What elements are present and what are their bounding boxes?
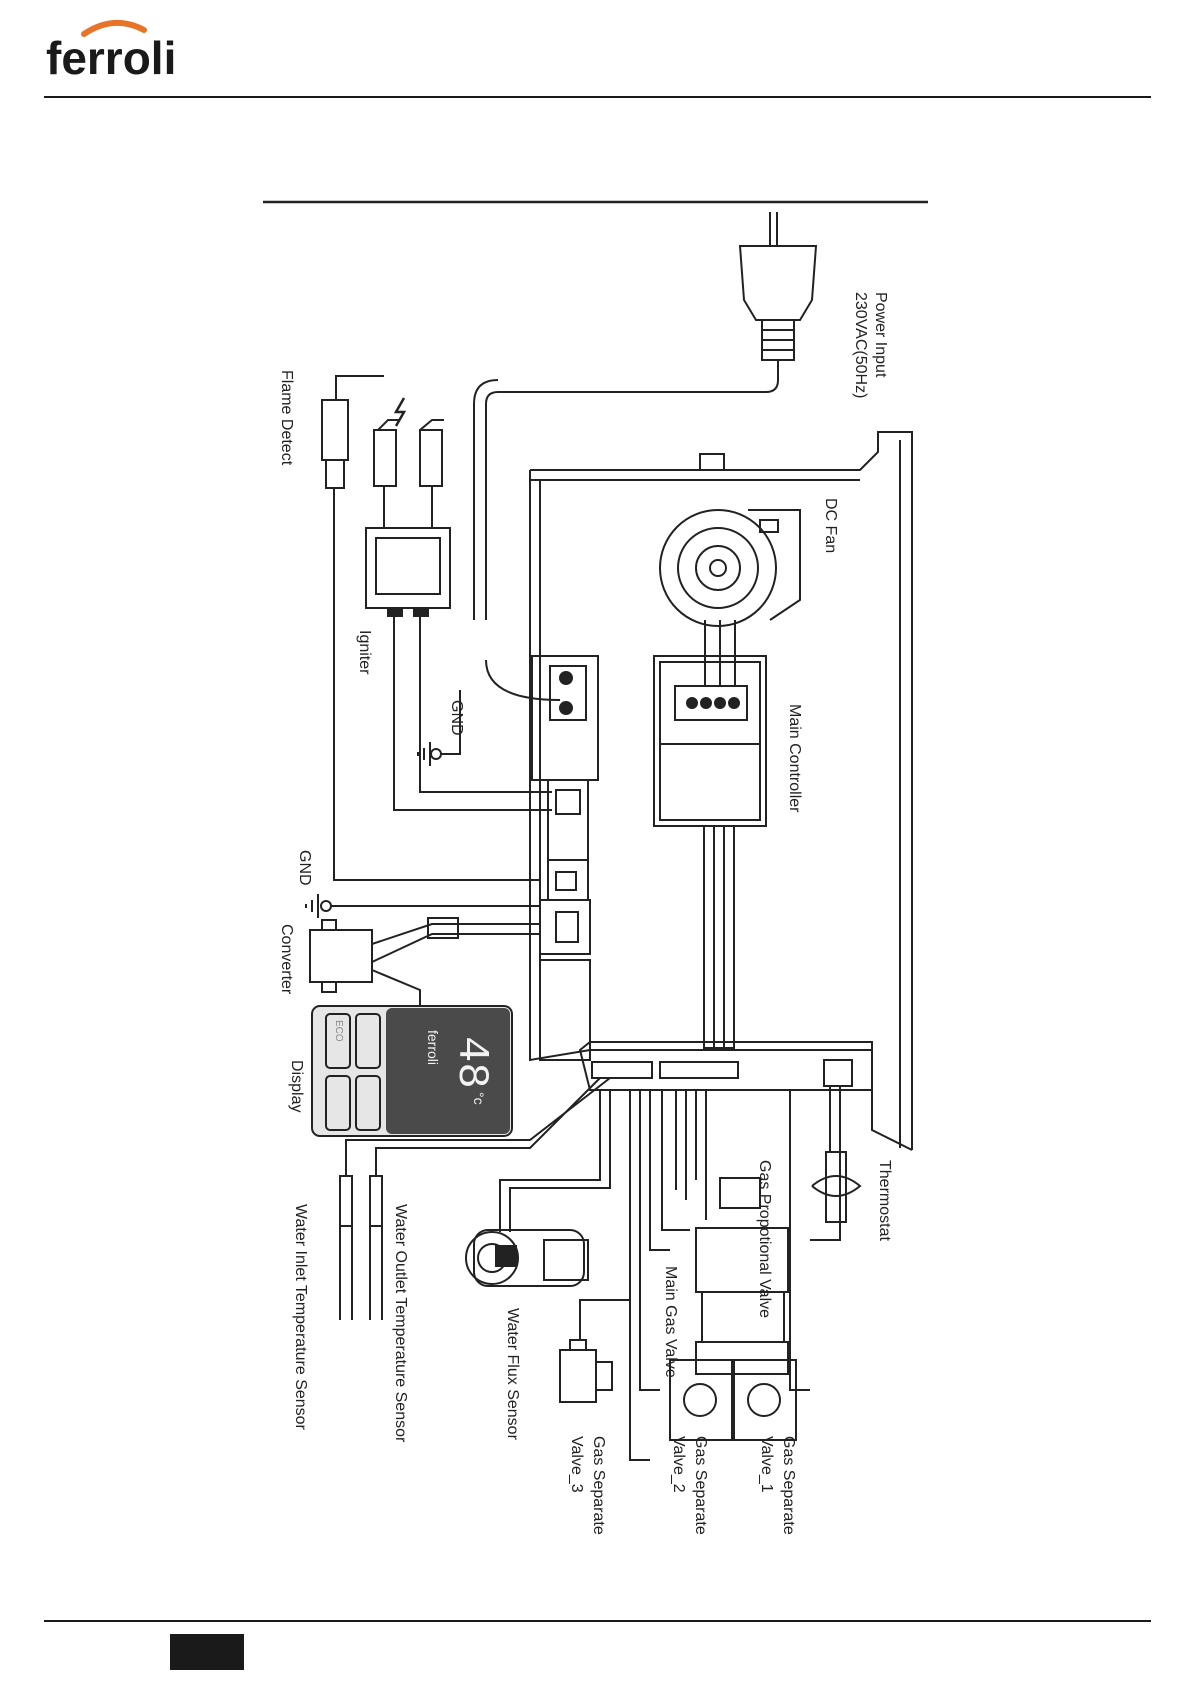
label-main-gas-valve: Main Gas Valve	[662, 1266, 679, 1378]
water-inlet-sensor-icon	[339, 1077, 611, 1320]
page-number-box	[170, 1634, 244, 1670]
display-unit: °c	[471, 1092, 487, 1105]
label-flame-detect: Flame Detect	[278, 370, 295, 466]
ferroli-logo: ferroli	[46, 19, 176, 84]
label-power-spec: 230VAC(50Hz)	[852, 292, 869, 398]
label-water-inlet-sensor: Water Inlet Temperature Sensor	[292, 1204, 309, 1431]
label-dc-fan: DC Fan	[822, 498, 839, 553]
label-gas-separate-valve-3-line1: Gas Separate	[590, 1436, 607, 1535]
label-water-flux-sensor: Water Flux Sensor	[504, 1308, 521, 1441]
label-igniter: Igniter	[356, 630, 373, 675]
label-display: Display	[288, 1060, 305, 1112]
eco-button-label: ECO	[333, 1020, 344, 1042]
svg-text:ferroli: ferroli	[46, 32, 176, 84]
display-logo: ferroli	[425, 1030, 441, 1065]
label-gas-separate-valve-2-line2: Valve_2	[670, 1436, 687, 1493]
igniter-icon	[365, 397, 552, 811]
gas-separate-valve-3-icon	[559, 1090, 631, 1403]
label-gas-separate-valve-2-line1: Gas Separate	[692, 1436, 709, 1535]
ground-icon-1	[417, 659, 561, 766]
header-rule	[44, 96, 1151, 98]
label-thermostat: Thermostat	[876, 1160, 893, 1241]
thermostat-icon	[810, 1086, 862, 1241]
main-controller-icon	[653, 620, 767, 1049]
label-gas-separate-valve-1-line2: Valve_1	[758, 1436, 775, 1493]
display-temperature: 48	[446, 1036, 496, 1089]
label-water-outlet-sensor: Water Outlet Temperature Sensor	[392, 1204, 409, 1443]
terminal-blocks	[531, 655, 599, 1061]
label-gas-separate-valve-3-line2: Valve_3	[568, 1436, 585, 1493]
pcb-connector-rail	[578, 1041, 873, 1091]
label-gnd-2: GND	[296, 850, 313, 886]
label-gnd-1: GND	[448, 700, 465, 736]
dc-fan-icon	[659, 509, 801, 627]
gas-valve-assembly	[629, 1090, 810, 1461]
power-plug-icon	[738, 212, 818, 361]
label-main-controller: Main Controller	[786, 704, 803, 813]
label-power-input: Power Input	[872, 292, 889, 378]
footer-rule	[44, 1620, 1151, 1622]
converter-icon	[309, 917, 540, 1010]
flame-detect-icon	[321, 375, 540, 881]
display-panel	[311, 1005, 513, 1137]
ground-icon-2	[305, 894, 540, 918]
label-gas-separate-valve-1-line1: Gas Separate	[780, 1436, 797, 1535]
label-converter: Converter	[278, 924, 295, 995]
water-flux-sensor-icon	[465, 1090, 611, 1287]
label-gas-proportional-valve: Gas Propotional Valve	[756, 1160, 773, 1318]
